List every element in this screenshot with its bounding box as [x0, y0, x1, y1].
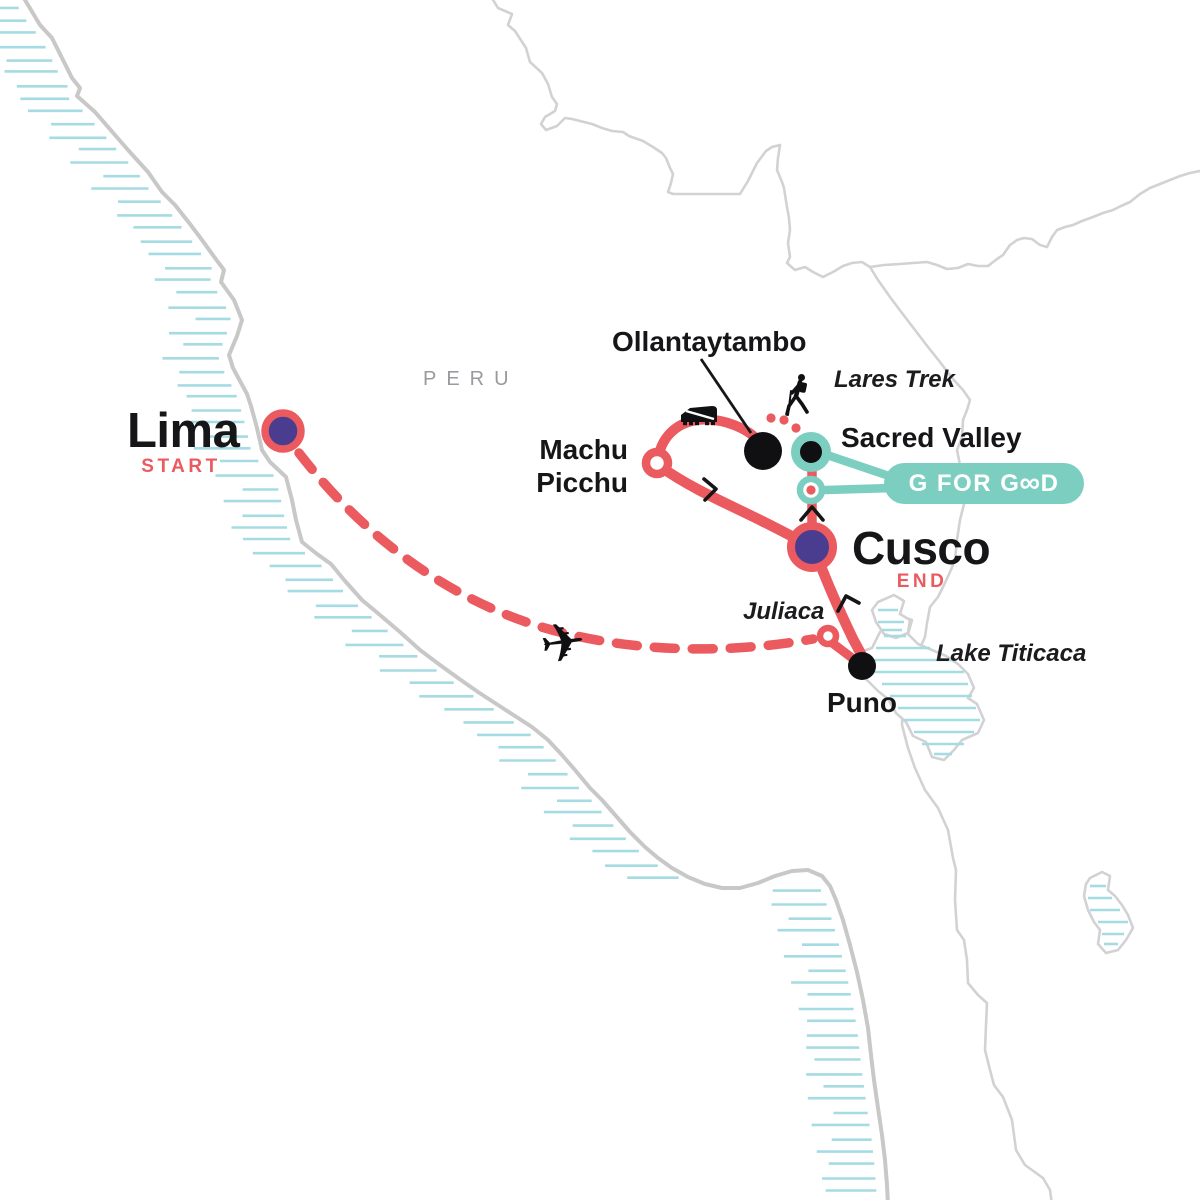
ollantaytambo-label: Ollantaytambo [612, 326, 807, 357]
marker-cusco-end [787, 522, 837, 572]
lake-titicaca-bay-outline [870, 593, 912, 640]
lares-trek-trail [766, 413, 801, 433]
badge-connector-small-stop [821, 483, 897, 495]
coast-hatch [0, 6, 877, 1192]
cusco-end-tag: END [896, 571, 948, 592]
coastline [22, 0, 890, 1200]
small-lake-outline [1082, 870, 1135, 955]
flight-route-lima-juliaca [294, 448, 818, 654]
marker-lima-start [261, 409, 305, 453]
country-label: PERU [423, 368, 519, 390]
plane-icon: ✈ [536, 609, 590, 678]
lake-hatch [862, 608, 1128, 946]
chevron-puno-cusco-icon [836, 594, 861, 613]
marker-juliaca [816, 624, 840, 648]
sacred-valley-label: Sacred Valley [841, 422, 1022, 453]
lake-titicaca-outline [850, 614, 986, 762]
ollantaytambo-pointer-line [699, 358, 753, 434]
marker-machu-picchu [641, 447, 673, 479]
route-machu-cusco [655, 461, 812, 550]
chevron-to-sacred-valley-icon [799, 505, 825, 522]
train-icon [681, 406, 717, 426]
lares-trek-label: Lares Trek [834, 366, 955, 393]
lima-label: Lima [127, 404, 240, 458]
hiker-icon [785, 374, 809, 416]
border-north [491, 0, 1200, 279]
marker-puno [848, 652, 876, 680]
cusco-label: Cusco [852, 522, 991, 574]
chevron-to-cusco-icon [702, 477, 718, 502]
marker-g-for-good-stop [796, 475, 826, 505]
badge-connector-sacred-valley [822, 450, 897, 482]
puno-label: Puno [827, 687, 897, 718]
marker-ollantaytambo [744, 432, 782, 470]
lima-start-tag: START [141, 456, 221, 477]
g-for-good-badge: G FOR G∞D [884, 463, 1084, 504]
lake-titicaca-label: Lake Titicaca [936, 640, 1087, 667]
machu-picchu-label: Machu Picchu [536, 434, 628, 498]
marker-sacred-valley [791, 432, 831, 472]
juliaca-label: Juliaca [743, 598, 825, 625]
